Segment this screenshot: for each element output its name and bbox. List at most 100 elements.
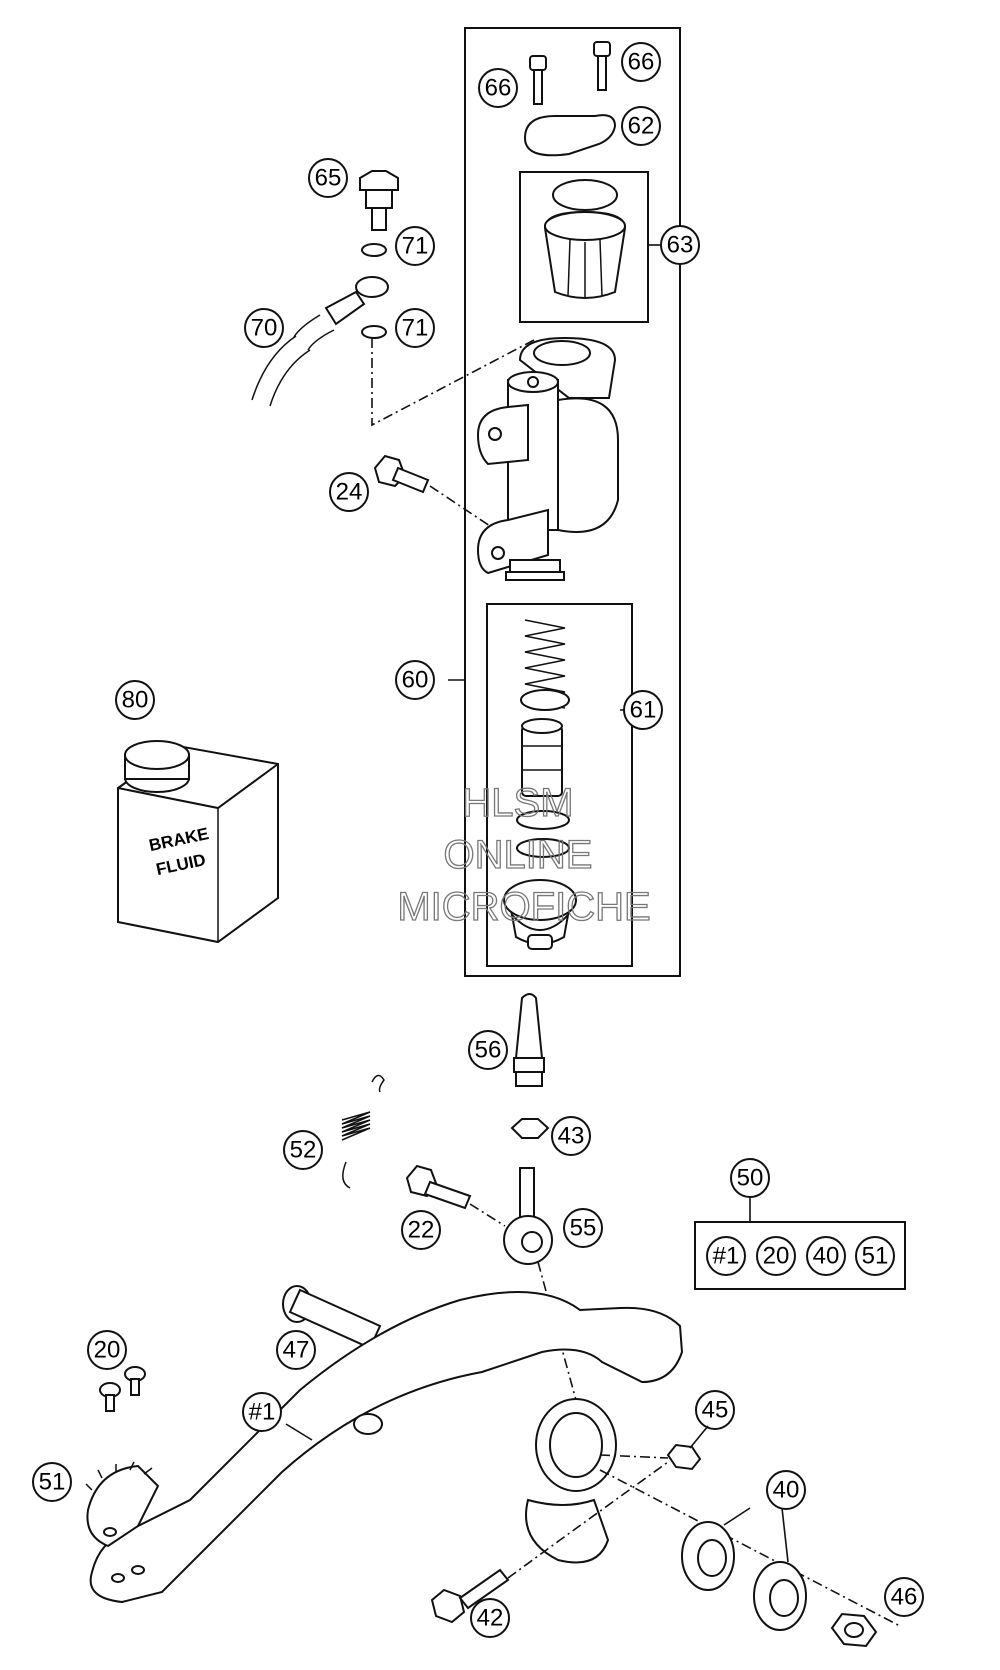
svg-text:42: 42 <box>477 1605 504 1632</box>
kit-50-item-20: 20 <box>756 1236 796 1276</box>
brake-hose <box>251 276 389 407</box>
dust-boot <box>503 879 577 950</box>
svg-text:56: 56 <box>475 1037 502 1064</box>
circlip <box>516 838 570 858</box>
svg-text:80: 80 <box>122 687 149 714</box>
svg-text:63: 63 <box>667 232 694 259</box>
piston-kit-61-frame <box>486 603 633 967</box>
svg-text:62: 62 <box>628 113 655 140</box>
callout-50: 50 <box>730 1158 770 1198</box>
brake-fluid-can: BRAKE FLUID <box>117 740 279 944</box>
callout-62: 62 <box>621 106 661 146</box>
svg-text:43: 43 <box>558 1123 585 1150</box>
callout-56: 56 <box>468 1030 508 1070</box>
callout-70: 70 <box>244 308 284 348</box>
svg-text:40: 40 <box>773 1477 800 1504</box>
screw-20-left <box>99 1382 121 1412</box>
callout-1: #1 <box>242 1392 282 1432</box>
svg-text:24: 24 <box>336 479 363 506</box>
svg-text:#1: #1 <box>713 1243 740 1270</box>
callout-42: 42 <box>470 1598 510 1638</box>
callout-45: 45 <box>695 1390 735 1430</box>
clevis <box>503 1167 553 1265</box>
bearing-outer <box>681 1521 735 1591</box>
watermark-line3: MICROFICHE <box>397 885 650 929</box>
assembly-60-frame <box>464 27 681 977</box>
callout-65: 65 <box>308 158 348 198</box>
callout-43: 43 <box>551 1116 591 1156</box>
callout-20: 20 <box>87 1330 127 1370</box>
callout-60: 60 <box>395 660 435 700</box>
svg-text:20: 20 <box>763 1243 790 1270</box>
svg-text:66: 66 <box>485 75 512 102</box>
callout-52: 52 <box>283 1130 323 1170</box>
svg-text:22: 22 <box>408 1217 435 1244</box>
svg-text:66: 66 <box>628 49 655 76</box>
reservoir-kit-63-frame <box>519 171 649 323</box>
callout-80: 80 <box>115 680 155 720</box>
screw-66-left <box>529 55 547 105</box>
callout-47: 47 <box>276 1330 316 1370</box>
nut-43 <box>510 1118 550 1139</box>
reservoir-cover <box>523 114 617 157</box>
callout-66-left: 66 <box>478 68 518 108</box>
kit-50-item-51: 51 <box>855 1236 895 1276</box>
callout-22: 22 <box>401 1210 441 1250</box>
svg-text:50: 50 <box>737 1165 764 1192</box>
svg-text:#1: #1 <box>249 1399 276 1426</box>
master-cylinder-body <box>476 336 619 581</box>
svg-text:65: 65 <box>315 165 342 192</box>
callout-24: 24 <box>329 472 369 512</box>
svg-text:71: 71 <box>402 233 429 260</box>
svg-text:51: 51 <box>39 1469 66 1496</box>
sealing-washer-upper <box>361 243 387 257</box>
svg-text:40: 40 <box>813 1243 840 1270</box>
callout-40: 40 <box>766 1470 806 1510</box>
screw-66-right <box>593 41 611 91</box>
pedal-tip <box>85 1461 160 1548</box>
svg-text:46: 46 <box>891 1584 918 1611</box>
callout-63: 63 <box>660 225 700 265</box>
return-spring <box>341 1074 385 1189</box>
bolt-24 <box>373 454 430 494</box>
svg-text:45: 45 <box>702 1397 729 1424</box>
callout-61: 61 <box>623 690 663 730</box>
callout-66-right: 66 <box>621 42 661 82</box>
watermark-line1: HLSM <box>462 781 573 825</box>
callout-46: 46 <box>884 1577 924 1617</box>
nut-45 <box>666 1443 702 1471</box>
callout-71-lower: 71 <box>395 308 435 348</box>
brake-pedal <box>89 1291 684 1604</box>
pivot-bolt <box>282 1285 382 1350</box>
reservoir-seal <box>552 179 618 211</box>
kit-50-frame <box>694 1221 906 1290</box>
bolt-42 <box>430 1568 510 1624</box>
svg-text:70: 70 <box>251 315 278 342</box>
piston <box>521 718 563 797</box>
svg-text:47: 47 <box>283 1337 310 1364</box>
callout-71-upper: 71 <box>395 226 435 266</box>
kit-50-item-1: #1 <box>706 1236 746 1276</box>
kit-50-item-40: 40 <box>806 1236 846 1276</box>
watermark: HLSM ONLINE MICROFICHE <box>397 780 652 929</box>
banjo-bolt <box>359 170 399 231</box>
bolt-22 <box>405 1164 472 1210</box>
svg-text:71: 71 <box>402 315 429 342</box>
callout-51: 51 <box>32 1462 72 1502</box>
bearing-inner <box>753 1561 807 1631</box>
svg-text:51: 51 <box>862 1243 889 1270</box>
sealing-washer-lower <box>361 325 387 339</box>
svg-text:52: 52 <box>290 1137 317 1164</box>
screw-20-right <box>124 1366 146 1396</box>
push-rod <box>513 993 545 1087</box>
piston-washer <box>516 810 570 830</box>
svg-text:60: 60 <box>402 667 429 694</box>
watermark-line2: ONLINE <box>444 833 593 877</box>
svg-text:55: 55 <box>570 1215 597 1242</box>
axle-nut <box>830 1612 878 1648</box>
svg-text:20: 20 <box>94 1337 121 1364</box>
svg-text:61: 61 <box>630 697 657 724</box>
piston-seal-ring <box>520 689 570 711</box>
callout-55: 55 <box>563 1208 603 1248</box>
